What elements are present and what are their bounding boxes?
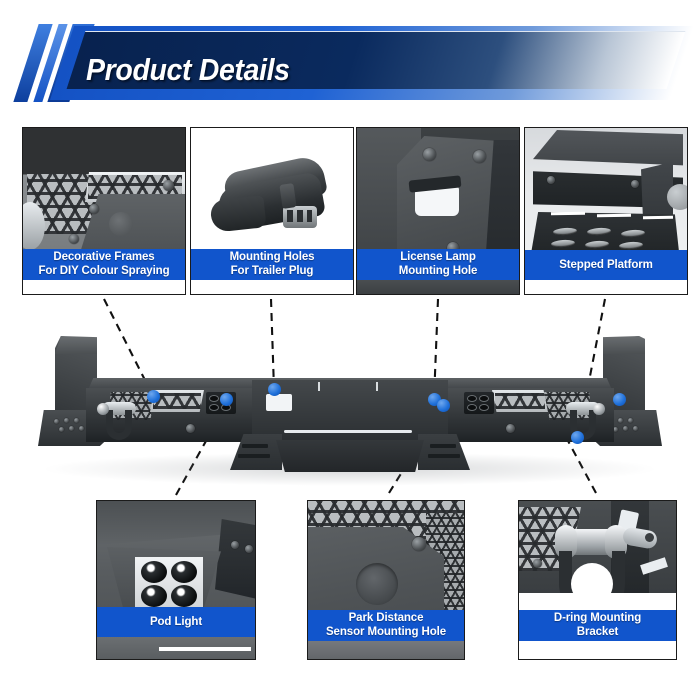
- right-pod-light-recess: [464, 392, 494, 414]
- callout-pod-light[interactable]: Pod Light: [96, 500, 256, 660]
- anchor-d-ring: [571, 431, 584, 444]
- right-bright-frame: [492, 390, 548, 412]
- caption-line-1: License Lamp: [400, 251, 476, 263]
- callout-license-lamp[interactable]: License Lamp Mounting Hole: [356, 127, 520, 295]
- callout-park-sensor[interactable]: Park Distance Sensor Mounting Hole: [307, 500, 465, 660]
- plate-tick-left: [318, 382, 320, 391]
- callout-license-lamp-caption: License Lamp Mounting Hole: [357, 249, 519, 280]
- callout-stepped-platform-footer: [525, 280, 687, 294]
- callout-trailer-plug-footer: [191, 280, 353, 294]
- callout-decorative-frames[interactable]: Decorative Frames For DIY Colour Sprayin…: [22, 127, 186, 295]
- caption-line-2: Bracket: [576, 625, 619, 638]
- callout-park-sensor-caption: Park Distance Sensor Mounting Hole: [308, 610, 464, 641]
- left-bright-frame: [150, 390, 204, 412]
- callout-trailer-plug[interactable]: Mounting Holes For Trailer Plug: [190, 127, 354, 295]
- bumper-left-wing-top: [55, 336, 97, 354]
- plate-highlight-line: [284, 430, 412, 433]
- plate-tick-right: [376, 382, 378, 391]
- callout-pod-light-footer: [97, 637, 255, 659]
- left-d-ring-shackle: [96, 400, 142, 446]
- caption-line-2: For DIY Colour Spraying: [38, 264, 170, 277]
- anchor-pod-light: [220, 393, 233, 406]
- callout-stepped-platform[interactable]: Stepped Platform: [524, 127, 688, 295]
- caption-line-2: Mounting Hole: [398, 264, 478, 277]
- caption-line-1: Mounting Holes: [229, 251, 315, 263]
- callout-d-ring[interactable]: D-ring Mounting Bracket: [518, 500, 677, 660]
- anchor-stepped-platform: [613, 393, 626, 406]
- callout-d-ring-caption: D-ring Mounting Bracket: [519, 610, 676, 641]
- left-pad-dimples: [52, 418, 94, 434]
- caption-line-1: Stepped Platform: [559, 259, 653, 271]
- anchor-license-lamp: [268, 383, 281, 396]
- left-sensor-hole: [186, 424, 195, 433]
- caption-line-1: Pod Light: [149, 616, 203, 628]
- bumper-right-wing-top: [603, 336, 645, 354]
- caption-line-2: For Trailer Plug: [230, 264, 314, 277]
- caption-line-1: Park Distance: [348, 612, 424, 624]
- caption-line-1: Decorative Frames: [53, 251, 155, 263]
- license-lamp-cutout: [266, 394, 292, 411]
- callout-decorative-frames-caption: Decorative Frames For DIY Colour Sprayin…: [23, 249, 185, 280]
- caption-line-1: D-ring Mounting: [553, 612, 642, 624]
- callout-trailer-plug-caption: Mounting Holes For Trailer Plug: [191, 249, 353, 280]
- callout-pod-light-caption: Pod Light: [97, 607, 255, 637]
- center-skid-plate: [276, 440, 424, 472]
- caption-line-2: Sensor Mounting Hole: [325, 625, 447, 638]
- callout-d-ring-footer: [519, 641, 676, 659]
- anchor-park-sensor: [437, 399, 450, 412]
- header-banner: Product Details: [0, 24, 700, 102]
- callout-decorative-frames-footer: [23, 280, 185, 294]
- callout-stepped-platform-caption: Stepped Platform: [525, 250, 687, 280]
- right-sensor-hole: [506, 424, 515, 433]
- anchor-decorative-frames: [147, 390, 160, 403]
- callout-park-sensor-footer: [308, 641, 464, 659]
- callout-license-lamp-footer: [357, 280, 519, 294]
- page-title: Product Details: [86, 52, 290, 87]
